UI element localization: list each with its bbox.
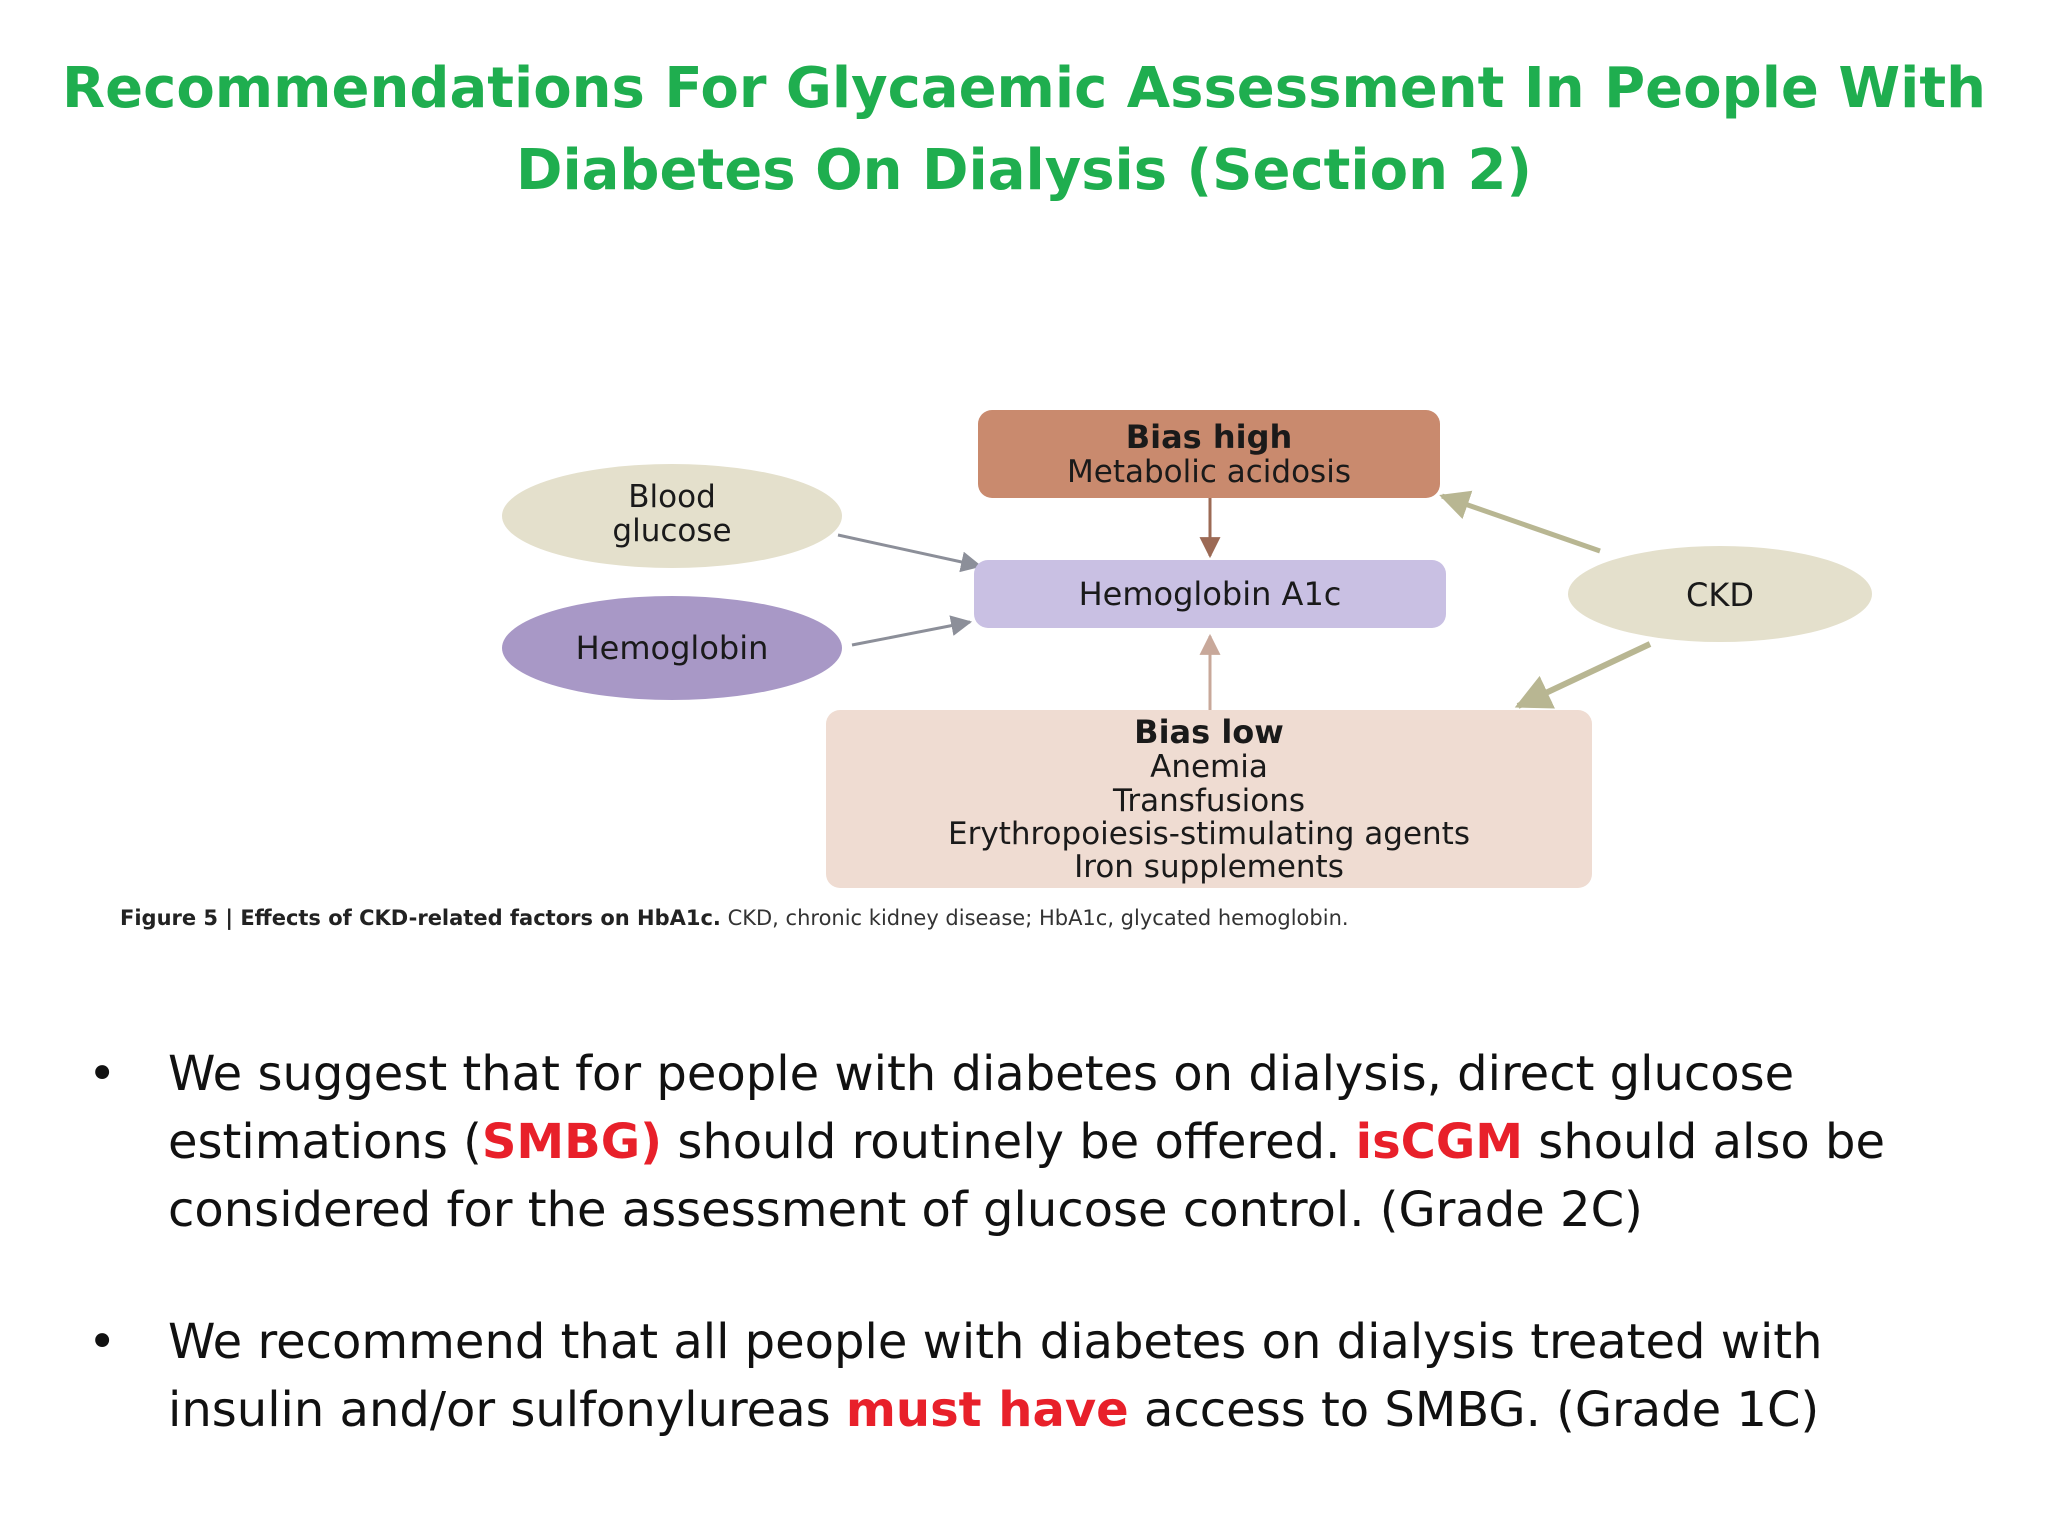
arrow-ckd-to-bias-high <box>1439 490 1601 554</box>
arrow-ckd-to-bias-low <box>1514 641 1652 709</box>
bias-high-box <box>978 410 1440 498</box>
blood-glucose-line-1: Blood <box>628 479 716 515</box>
bullet-1-text-c: should also be considered for the assess… <box>168 1114 1885 1238</box>
bias-low-heading: Bias low <box>1134 713 1284 751</box>
blood-glucose-ellipse <box>502 464 842 568</box>
ckd-label: CKD <box>1686 576 1754 614</box>
figure-caption-text: CKD, chronic kidney disease; HbA1c, glyc… <box>720 906 1349 930</box>
bias-low-box <box>826 710 1592 888</box>
bullet-marker: • <box>88 1314 117 1370</box>
recommendation-list: • We suggest that for people with diabete… <box>80 1040 1980 1444</box>
bullet-1-highlight-smbg: SMBG) <box>481 1114 663 1170</box>
hba1c-box <box>974 560 1446 628</box>
figure-caption-bold: Figure 5 | Effects of CKD-related factor… <box>120 906 721 930</box>
bias-high-heading: Bias high <box>1126 418 1293 456</box>
arrow-hemoglobin-to-hba1c <box>851 615 973 647</box>
recommendation-item: • We recommend that all people with diabe… <box>80 1308 1980 1444</box>
bias-high-item: Metabolic acidosis <box>1067 454 1351 490</box>
hemoglobin-ellipse <box>502 596 842 700</box>
hemoglobin-label: Hemoglobin <box>576 629 769 667</box>
hba1c-label: Hemoglobin A1c <box>1079 575 1342 613</box>
bullet-1-text-a: We suggest that for people with diabetes… <box>168 1046 1795 1170</box>
bias-low-item-iron: Iron supplements <box>1074 849 1344 885</box>
bullet-1-highlight-iscgm: isCGM <box>1355 1114 1524 1170</box>
bullet-2-text-b: access to SMBG. (Grade 1C) <box>1128 1382 1820 1438</box>
ckd-ellipse <box>1568 546 1872 642</box>
bullet-2-text-a: We recommend that all people with diabet… <box>168 1314 1823 1438</box>
bias-low-item-anemia: Anemia <box>1150 749 1268 785</box>
bullet-2-highlight-must-have: must have <box>845 1382 1129 1438</box>
bias-low-item-esa: Erythropoiesis-stimulating agents <box>948 816 1470 852</box>
slide-title: Recommendations For Glycaemic Assessment… <box>0 48 2048 212</box>
bias-low-item-transfusions: Transfusions <box>1112 783 1305 819</box>
blood-glucose-line-2: glucose <box>612 513 731 549</box>
title-line-1: Recommendations For Glycaemic Assessment… <box>62 56 1986 121</box>
bullet-marker: • <box>88 1046 117 1102</box>
arrow-glucose-to-hba1c <box>837 533 983 573</box>
figure-caption: Figure 5 | Effects of CKD-related factor… <box>120 906 1880 930</box>
bullet-1-text-b: should routinely be offered. <box>662 1114 1356 1170</box>
title-line-2: Diabetes On Dialysis (Section 2) <box>515 138 1533 203</box>
recommendation-item: • We suggest that for people with diabete… <box>80 1040 1980 1244</box>
